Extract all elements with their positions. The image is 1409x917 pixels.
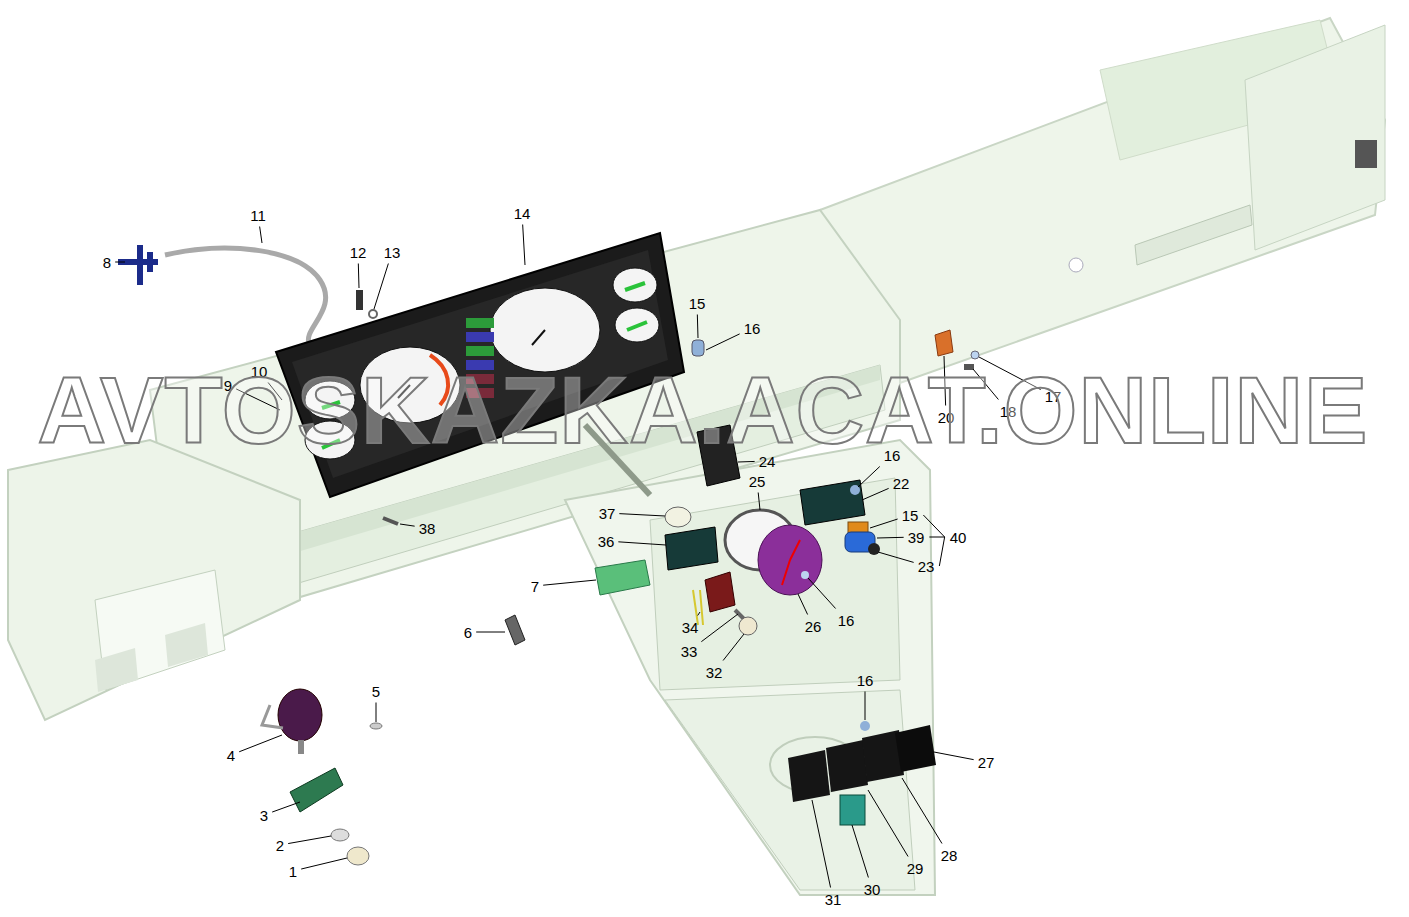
callout-number: 5 [371,683,381,700]
leader-line [543,580,596,585]
leader-line [374,264,388,310]
callout-number: 27 [977,754,996,771]
leader-line [288,836,331,844]
leader-line [902,778,942,844]
leader-line [723,634,744,661]
leader-line [115,262,125,263]
callout-number: 28 [940,847,959,864]
callout-number: 29 [906,860,925,877]
callout-number: 7 [530,578,540,595]
leader-line [923,515,944,537]
callout-number: 39 [907,529,926,546]
leader-line [619,514,665,516]
leader-line [376,703,377,723]
callout-number: 30 [863,881,882,898]
leader-line [862,488,889,500]
leader-line [939,537,944,566]
watermark: AVTOSKAZKA.ACAT.ONLINE [38,363,1369,458]
leader-line [808,578,836,609]
leader-line [400,524,415,526]
leader-line [758,493,760,511]
leader-line [929,537,944,538]
callout-number: 14 [513,205,532,222]
leader-line [260,227,262,244]
leader-line [865,692,866,721]
leader-line [476,632,505,633]
callout-number: 3 [259,807,269,824]
callout-number: 25 [748,473,767,490]
callout-number: 1 [288,863,298,880]
callout-number: 22 [892,475,911,492]
leader-line [934,752,974,760]
callout-number: 32 [705,664,724,681]
leader-line [812,800,831,888]
leader-line [858,467,880,488]
leader-line [852,825,868,878]
callout-number: 12 [349,244,368,261]
leader-line [738,461,755,463]
leader-line [301,858,347,869]
callout-number: 31 [824,891,843,908]
leader-line [697,315,699,339]
leader-line [870,519,898,528]
leader-line [701,614,738,642]
leader-line [523,225,525,266]
callout-number: 36 [597,533,616,550]
callout-number: 16 [856,672,875,689]
callout-number: 34 [681,619,700,636]
leader-line [618,542,666,545]
callout-number: 23 [917,558,936,575]
callout-number: 26 [804,618,823,635]
leader-line [877,537,904,539]
leader-line [868,790,908,857]
callout-number: 38 [418,520,437,537]
callout-number: 11 [249,207,267,224]
callout-number: 15 [688,295,707,312]
leader-line [706,334,740,350]
callout-number: 16 [743,320,762,337]
callout-number: 4 [226,747,236,764]
callout-number: 8 [102,254,112,271]
callout-number: 16 [837,612,856,629]
leader-line [272,802,300,812]
leader-line [798,594,808,615]
callout-number: 37 [598,505,617,522]
leader-line [878,552,914,562]
leader-line [239,735,282,752]
callout-number: 15 [901,507,920,524]
callout-number: 13 [383,244,402,261]
callout-number: 2 [275,837,285,854]
callout-number: 33 [680,643,699,660]
callout-number: 40 [949,529,968,546]
leader-line [358,264,360,289]
callout-number: 6 [463,624,473,641]
leader-line [698,612,700,616]
